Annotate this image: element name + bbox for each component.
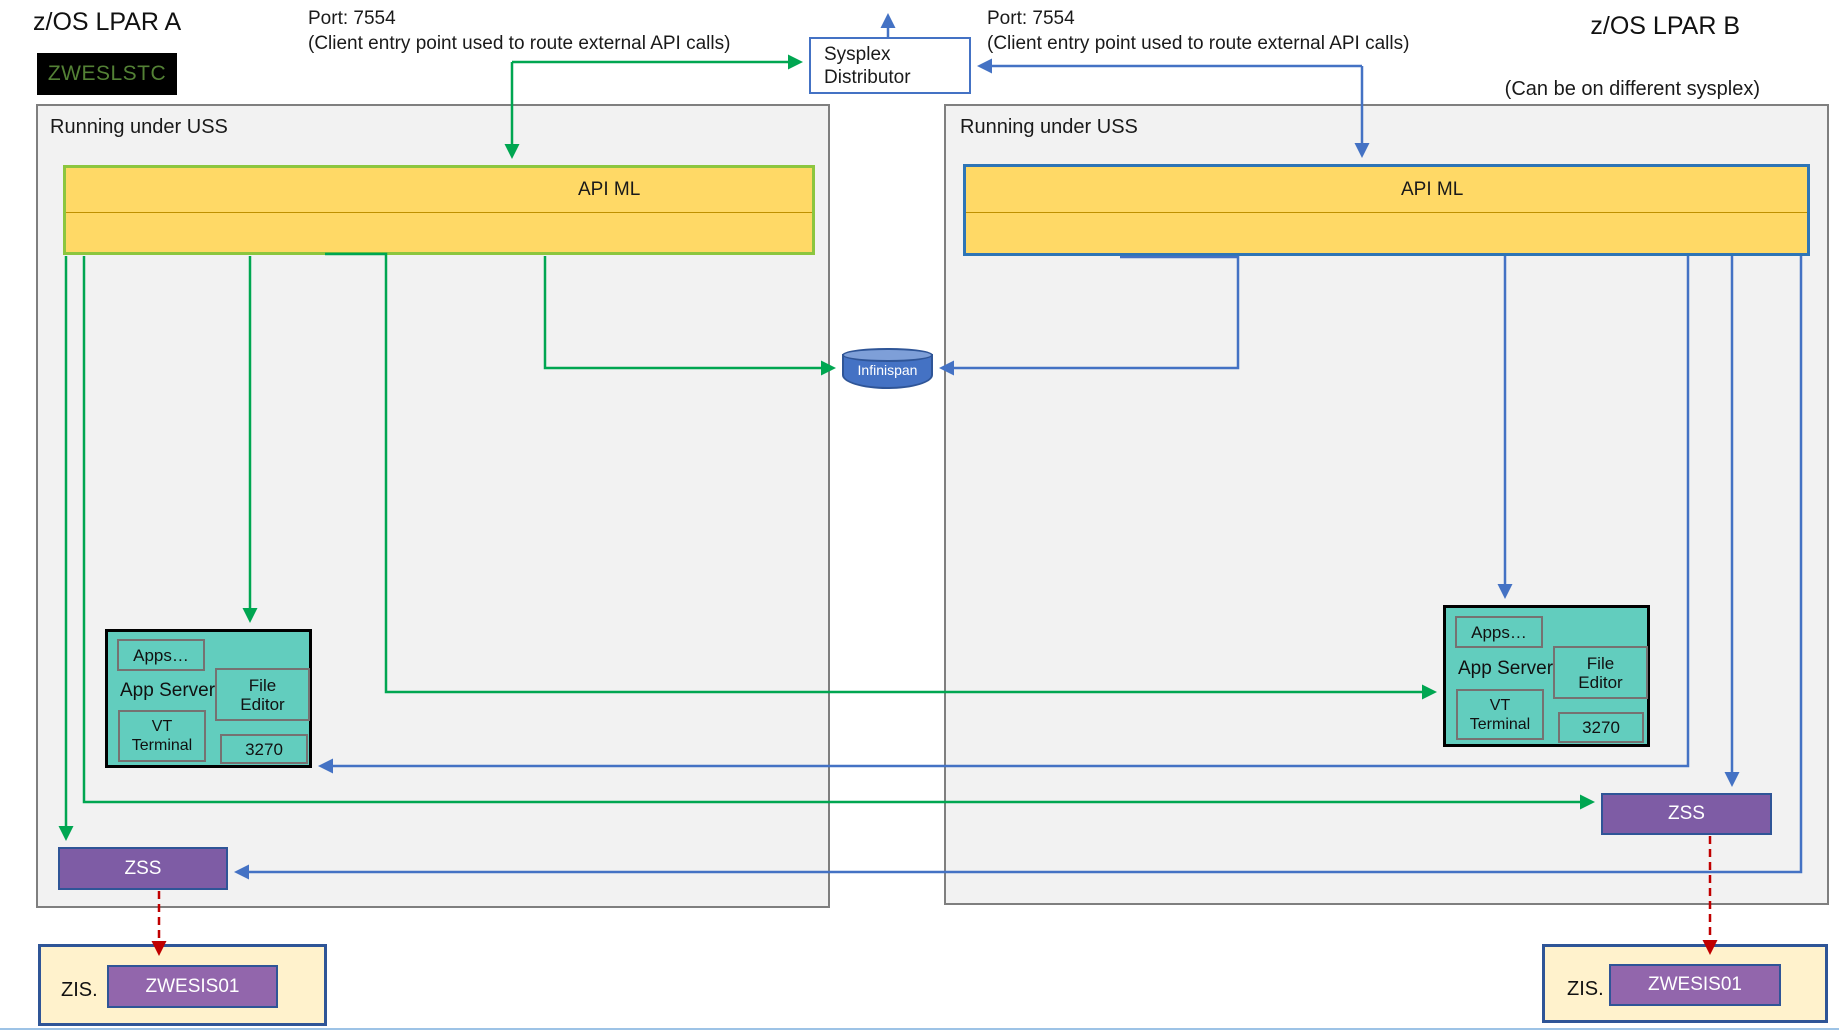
app-server-b-apps-box: Apps…: [1455, 616, 1543, 648]
port-label-a-line2: (Client entry point used to route extern…: [308, 33, 731, 54]
infinispan-label: Infinispan: [857, 362, 918, 378]
port-label-a: Port: 7554 (Client entry point used to r…: [308, 6, 730, 56]
apiml-box-b: API ML: [963, 164, 1810, 256]
app-server-b-3270-box: 3270: [1558, 712, 1644, 743]
apiml-b-label: API ML: [1401, 179, 1464, 200]
zwesis01-a-box: ZWESIS01: [107, 965, 278, 1008]
apiml-a-divider: [66, 212, 812, 213]
app-server-a: Apps… App Server File Editor VT Terminal…: [105, 629, 312, 768]
apiml-a-label: API ML: [578, 179, 641, 200]
infinispan-cylinder: Infinispan: [842, 348, 933, 389]
app-server-b-vt-terminal-box: VT Terminal: [1456, 689, 1544, 740]
bottom-edge-line: [0, 1028, 1839, 1030]
zss-a-box: ZSS: [58, 847, 228, 890]
zis-a-box: ZIS. ZWESIS01: [38, 944, 327, 1026]
panel-a-label: Running under USS: [50, 116, 228, 138]
app-server-a-apps-box: Apps…: [117, 639, 205, 671]
zss-b-box: ZSS: [1601, 793, 1772, 835]
sysplex-note: (Can be on different sysplex): [1504, 78, 1760, 100]
app-server-a-file-editor-box: File Editor: [215, 668, 310, 721]
lpar-a-title: z/OS LPAR A: [33, 8, 182, 36]
panel-b-label: Running under USS: [960, 116, 1138, 138]
lpar-b-title: z/OS LPAR B: [1590, 12, 1740, 40]
app-server-b-file-editor-box: File Editor: [1553, 646, 1648, 699]
app-server-a-3270-box: 3270: [220, 734, 308, 764]
zweslstc-box: ZWESLSTC: [37, 53, 177, 95]
port-label-b: Port: 7554 (Client entry point used to r…: [987, 6, 1409, 56]
apiml-box-a: API ML: [63, 165, 815, 255]
port-label-b-line2: (Client entry point used to route extern…: [987, 33, 1410, 54]
app-server-b-title: App Server: [1458, 658, 1554, 679]
port-label-b-line1: Port: 7554: [987, 8, 1075, 29]
zis-b-label: ZIS.: [1567, 978, 1604, 1000]
zwesis01-b-box: ZWESIS01: [1609, 964, 1781, 1006]
apiml-b-divider: [966, 212, 1807, 213]
infinispan-top-ellipse: [842, 348, 933, 362]
app-server-a-vt-terminal-box: VT Terminal: [118, 710, 206, 762]
port-label-a-line1: Port: 7554: [308, 8, 396, 29]
app-server-a-title: App Server: [120, 680, 216, 701]
sysplex-distributor-box: Sysplex Distributor: [809, 37, 971, 94]
zis-a-label: ZIS.: [61, 979, 98, 1001]
zis-b-box: ZIS. ZWESIS01: [1542, 944, 1828, 1023]
app-server-b: Apps… App Server File Editor VT Terminal…: [1443, 605, 1650, 747]
